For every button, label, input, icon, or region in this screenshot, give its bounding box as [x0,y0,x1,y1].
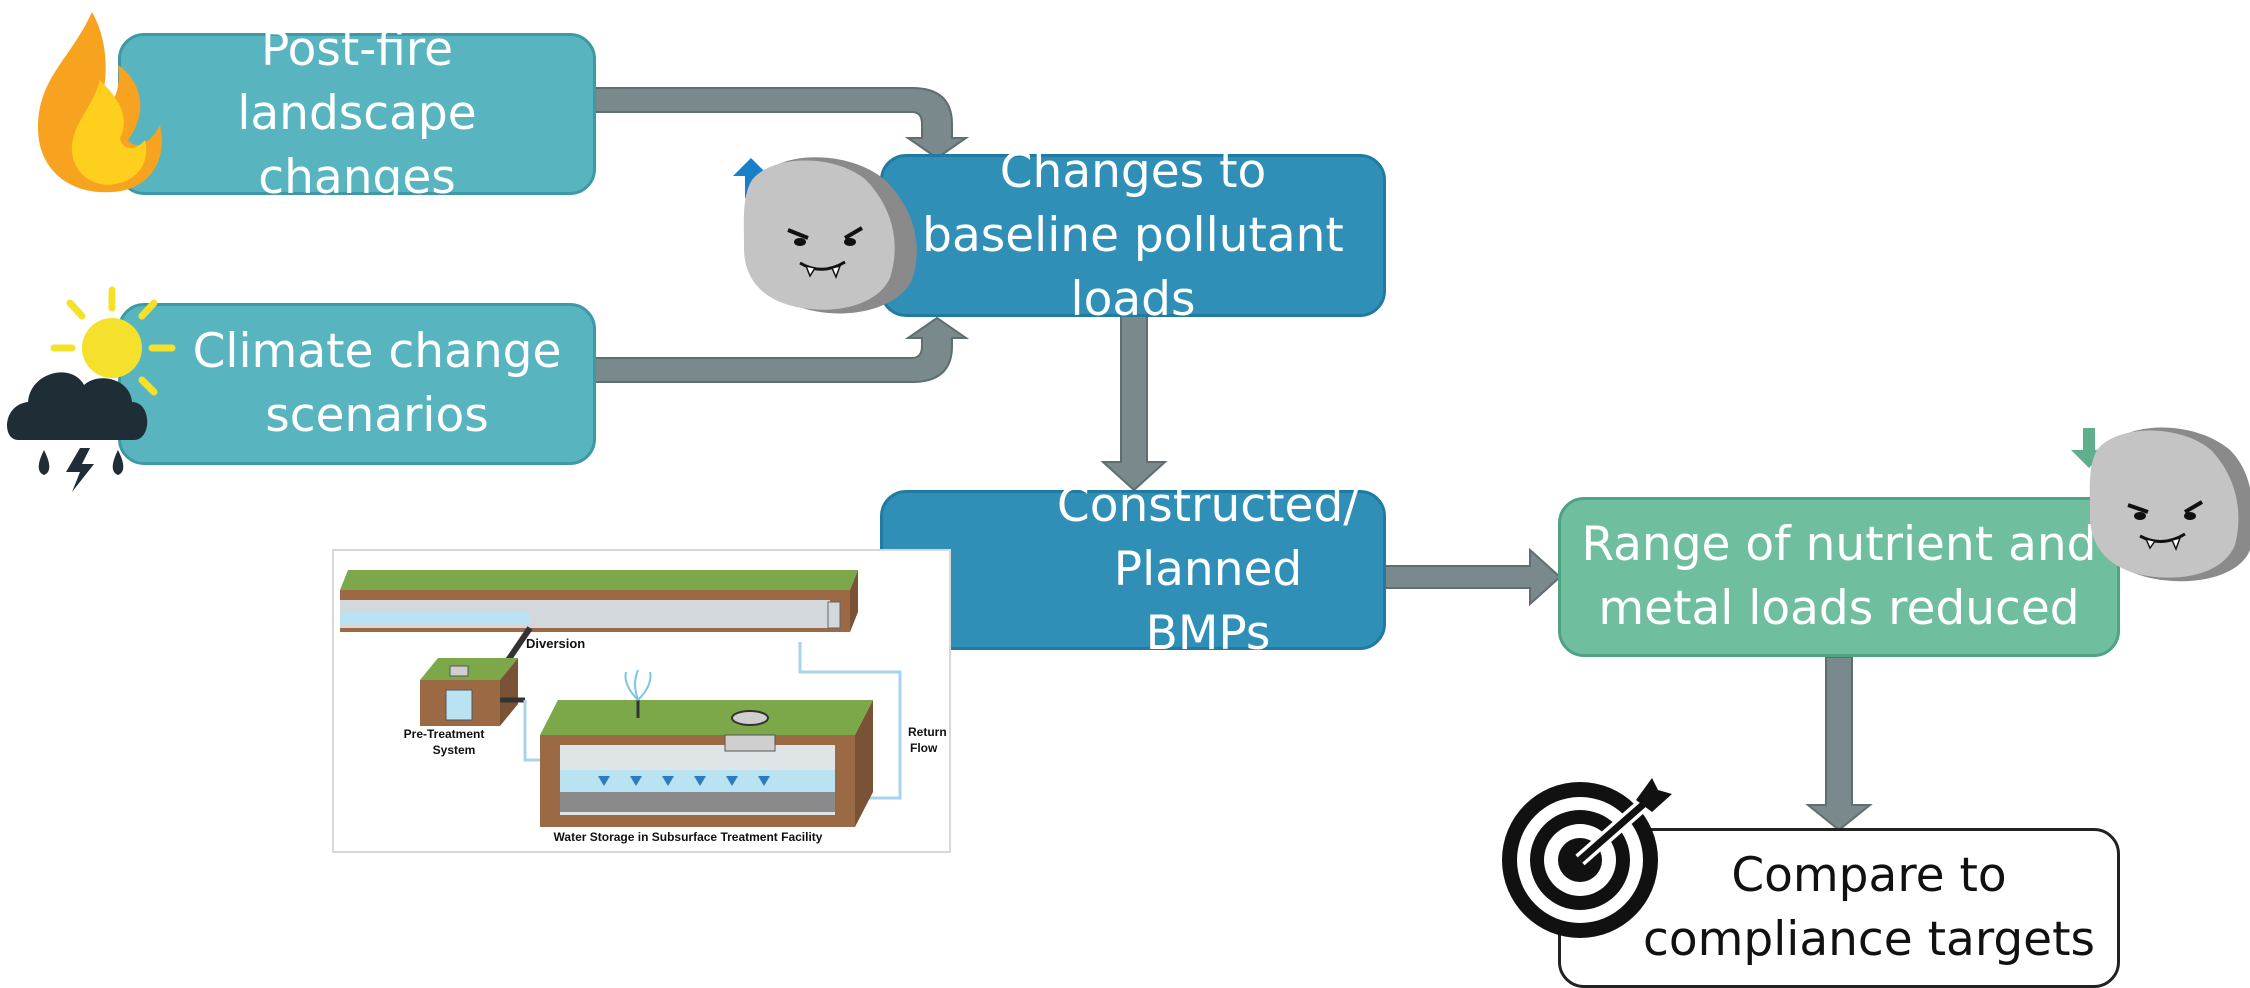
connector-climate-to-baseline [594,316,970,383]
diversion-text: Diversion [526,636,585,651]
sun-storm-cloud-icon [7,286,176,492]
up-arrow-icon [733,158,769,198]
post-fire-label: Post-fire landscape changes [237,22,477,205]
climate-node: Climate change scenarios [118,303,596,465]
connector-bmps-to-range [1384,547,1562,607]
subsurface-treatment-illustration: Diversion Pre-Treatment System Return Fl… [332,549,951,853]
baseline-label: Changes to baseline pollutant loads [922,143,1344,327]
grumpy-rock-icon [743,157,917,314]
return-text-2: Flow [910,741,938,755]
pretreatment-text-2: System [433,743,476,757]
climate-label: Climate change scenarios [192,324,562,443]
range-node: Range of nutrient and metal loads reduce… [1558,497,2120,657]
bmps-node: Constructed/ Planned BMPs [880,478,1386,661]
post-fire-node: Post-fire landscape changes [118,22,596,205]
fire-icon [38,12,162,193]
compare-label: Compare to compliance targets [1642,848,2095,967]
connector-range-to-compare [1805,656,1873,832]
caption-text: Water Storage in Subsurface Treatment Fa… [554,830,823,844]
pretreatment-text-1: Pre-Treatment [404,727,485,741]
baseline-node: Changes to baseline pollutant loads [880,144,1386,327]
connector-baseline-to-bmps [1100,314,1168,492]
bmps-label: Constructed/ Planned BMPs [1056,478,1360,661]
grumpy-rock-icon-2 [2089,427,2250,582]
return-text-1: Return [908,725,947,739]
range-label: Range of nutrient and metal loads reduce… [1581,517,2097,636]
target-icon [1502,778,1672,938]
